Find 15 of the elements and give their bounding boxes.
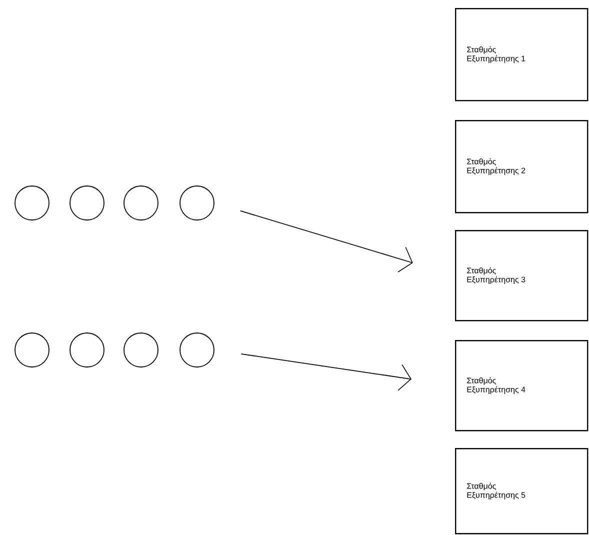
station-box: Σταθμός Εξυπηρέτησης 3 (455, 230, 588, 322)
queue-circle (124, 186, 158, 220)
queue-circle (14, 332, 50, 368)
queue-circle (70, 186, 104, 220)
arrow (240, 210, 413, 272)
queue-circle (124, 332, 158, 368)
queue-circle (180, 186, 214, 220)
station-box: Σταθμός Εξυπηρέτησης 1 (455, 8, 588, 102)
station-box: Σταθμός Εξυπηρέτησης 2 (455, 120, 588, 214)
queue-circle (70, 332, 104, 368)
arrow (240, 354, 412, 391)
station-box: Σταθμός Εξυπηρέτησης 4 (455, 340, 588, 432)
queue-circle (180, 332, 214, 368)
station-box: Σταθμός Εξυπηρέτησης 5 (455, 448, 588, 534)
queue-circle (14, 186, 50, 220)
